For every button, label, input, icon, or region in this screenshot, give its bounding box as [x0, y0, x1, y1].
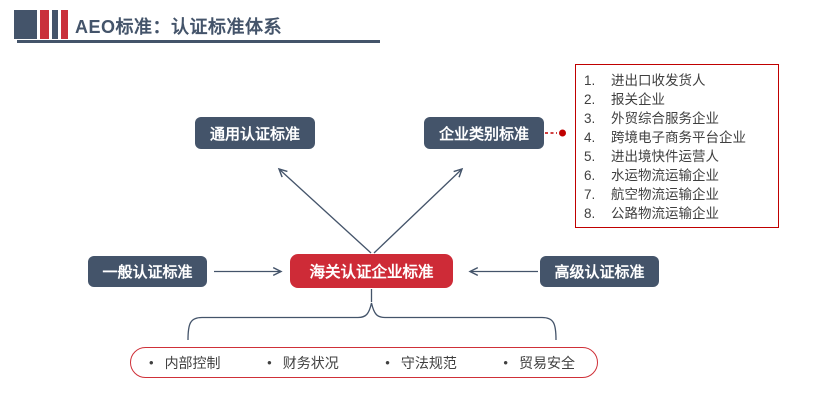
bullet-icon: • — [503, 355, 508, 370]
node-general-certification-standard: 一般认证标准 — [88, 256, 207, 287]
list-item: 报关企业 — [611, 92, 665, 107]
list-item: 进出境快件运营人 — [611, 149, 719, 164]
list-item: 水运物流运输企业 — [611, 168, 719, 183]
criteria-item: • 财务状况 — [267, 353, 339, 373]
arrow-center-to-category — [373, 167, 464, 254]
logo-bar — [14, 10, 37, 39]
list-item: 公路物流运输企业 — [611, 206, 719, 221]
node-customs-certified-enterprise-standard: 海关认证企业标准 — [290, 254, 453, 288]
enterprise-category-list: 进出口收发货人 报关企业 外贸综合服务企业 跨境电子商务平台企业 进出境快件运营… — [575, 64, 779, 228]
arrow-center-to-general — [277, 167, 372, 254]
connector-dot-icon — [559, 129, 566, 137]
criteria-pill: • 内部控制 • 财务状况 • 守法规范 • 贸易安全 — [130, 347, 598, 378]
logo-bar — [61, 10, 68, 39]
criteria-label: 贸易安全 — [518, 354, 575, 371]
bullet-icon: • — [149, 355, 154, 370]
list-item: 跨境电子商务平台企业 — [611, 130, 746, 145]
logo-bar — [40, 10, 49, 39]
criteria-item: • 守法规范 — [385, 353, 457, 373]
criteria-label: 财务状况 — [282, 354, 339, 371]
header-underline — [17, 40, 380, 43]
brace-connector — [187, 302, 557, 341]
bullet-icon: • — [267, 355, 272, 370]
list-item: 外贸综合服务企业 — [611, 111, 719, 126]
bullet-icon: • — [385, 355, 390, 370]
logo-bar — [52, 10, 58, 39]
node-advanced-certification-standard: 高级认证标准 — [540, 256, 659, 287]
list-item: 航空物流运输企业 — [611, 187, 719, 202]
page-title: AEO标准：认证标准体系 — [75, 17, 283, 37]
list-item: 进出口收发货人 — [611, 73, 706, 88]
bars-logo-icon — [14, 10, 68, 39]
criteria-item: • 贸易安全 — [503, 353, 575, 373]
criteria-item: • 内部控制 — [149, 353, 221, 373]
criteria-label: 内部控制 — [164, 354, 221, 371]
enterprise-category-items: 进出口收发货人 报关企业 外贸综合服务企业 跨境电子商务平台企业 进出境快件运营… — [576, 65, 778, 223]
node-general-cert-standard: 通用认证标准 — [195, 117, 315, 149]
criteria-label: 守法规范 — [400, 354, 457, 371]
node-enterprise-category-standard: 企业类别标准 — [424, 117, 544, 149]
